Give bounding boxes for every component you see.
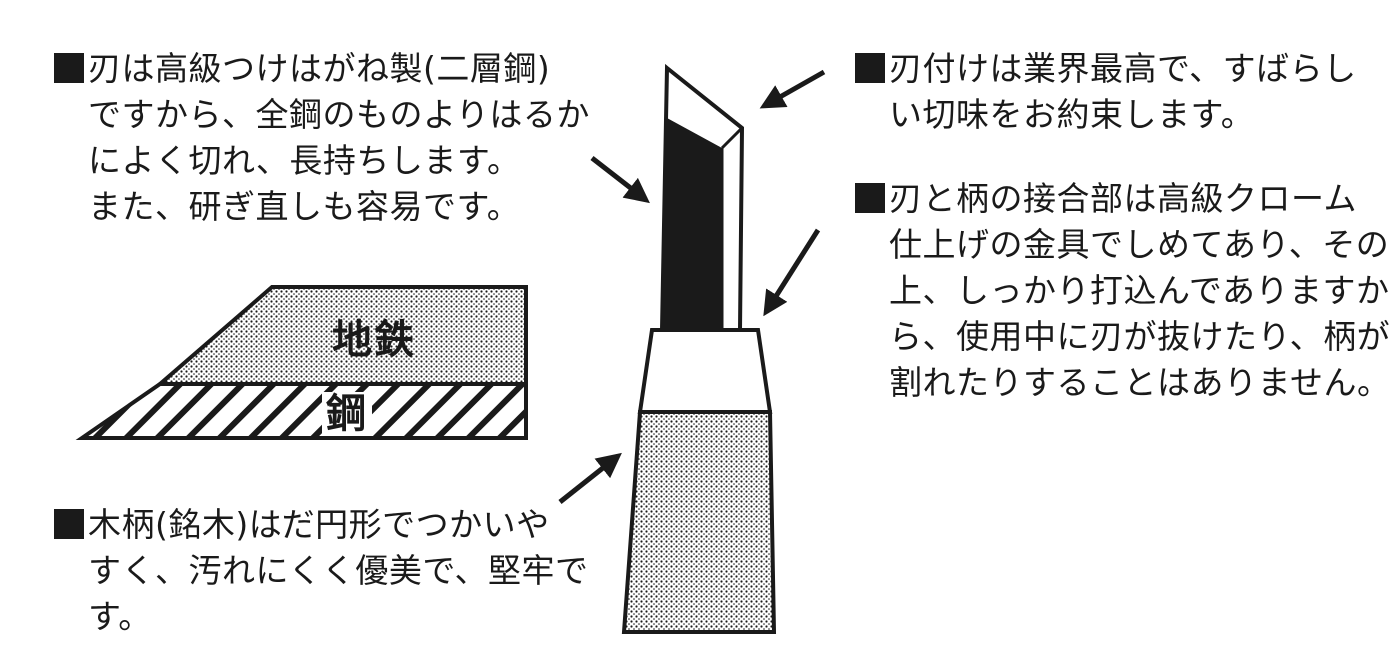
ferrule-note-line-5: 割れたりすることはありません。 [889,363,1391,402]
edge-note-line-2: い切味をお約束します。 [889,95,1255,134]
ferrule-note-line-2: 仕上げの金具でしめてあり、その [889,225,1390,264]
arrow-to-handle [558,452,622,504]
edge-note: 刃付けは業界最高で、すばらし い切味をお約束します。 [855,46,1357,138]
jigane-label: 地鉄 [332,317,416,363]
arrow-to-blade [590,156,650,204]
square-bullet-icon [54,509,84,539]
blade-note-line-4: また、研ぎ直しも容易です。 [88,187,521,226]
square-bullet-icon [855,53,885,83]
handle-note: 木柄(銘木)はだ円形でつかいや すく、汚れにくく優美で、堅牢で す。 [54,502,589,640]
hagane-layer [75,382,528,440]
handle-note-line-1: 木柄(銘木)はだ円形でつかいや [88,505,550,544]
blade-note-line-3: によく切れ、長持ちします。 [88,141,521,180]
handle-note-line-3: す。 [88,597,152,636]
wooden-handle [621,410,777,634]
hagane-label: 鋼 [322,392,372,436]
handle-note-line-2: すく、汚れにくく優美で、堅牢で [88,551,589,590]
ferrule-note-line-3: 上、しっかり打込んでありますか [889,271,1390,310]
square-bullet-icon [855,183,885,213]
pointer-arrows [558,69,826,504]
ferrule-note-line-4: ら、使用中に刃が抜けたり、柄が [889,317,1391,356]
blade-note: 刃は高級つけはがね製(二層鋼) ですから、全鋼のものよりはるか によく切れ、長持… [54,46,590,230]
arrow-to-ferrule [763,228,821,317]
blade-steel-face [662,118,722,330]
edge-note-line-1: 刃付けは業界最高で、すばらし [889,49,1357,88]
arrow-to-edge [759,69,826,109]
blade-note-line-2: ですから、全鋼のものよりはるか [88,95,590,134]
square-bullet-icon [54,53,84,83]
cross-section-illustration [75,285,528,440]
knife-illustration [621,63,777,634]
ferrule-note-line-1: 刃と柄の接合部は高級クローム [889,179,1358,218]
blade-note-line-1: 刃は高級つけはがね製(二層鋼) [88,49,551,88]
ferrule-note: 刃と柄の接合部は高級クローム 仕上げの金具でしめてあり、その 上、しっかり打込ん… [855,176,1391,406]
ferrule [637,328,773,414]
blade-bevel-line [720,126,744,150]
